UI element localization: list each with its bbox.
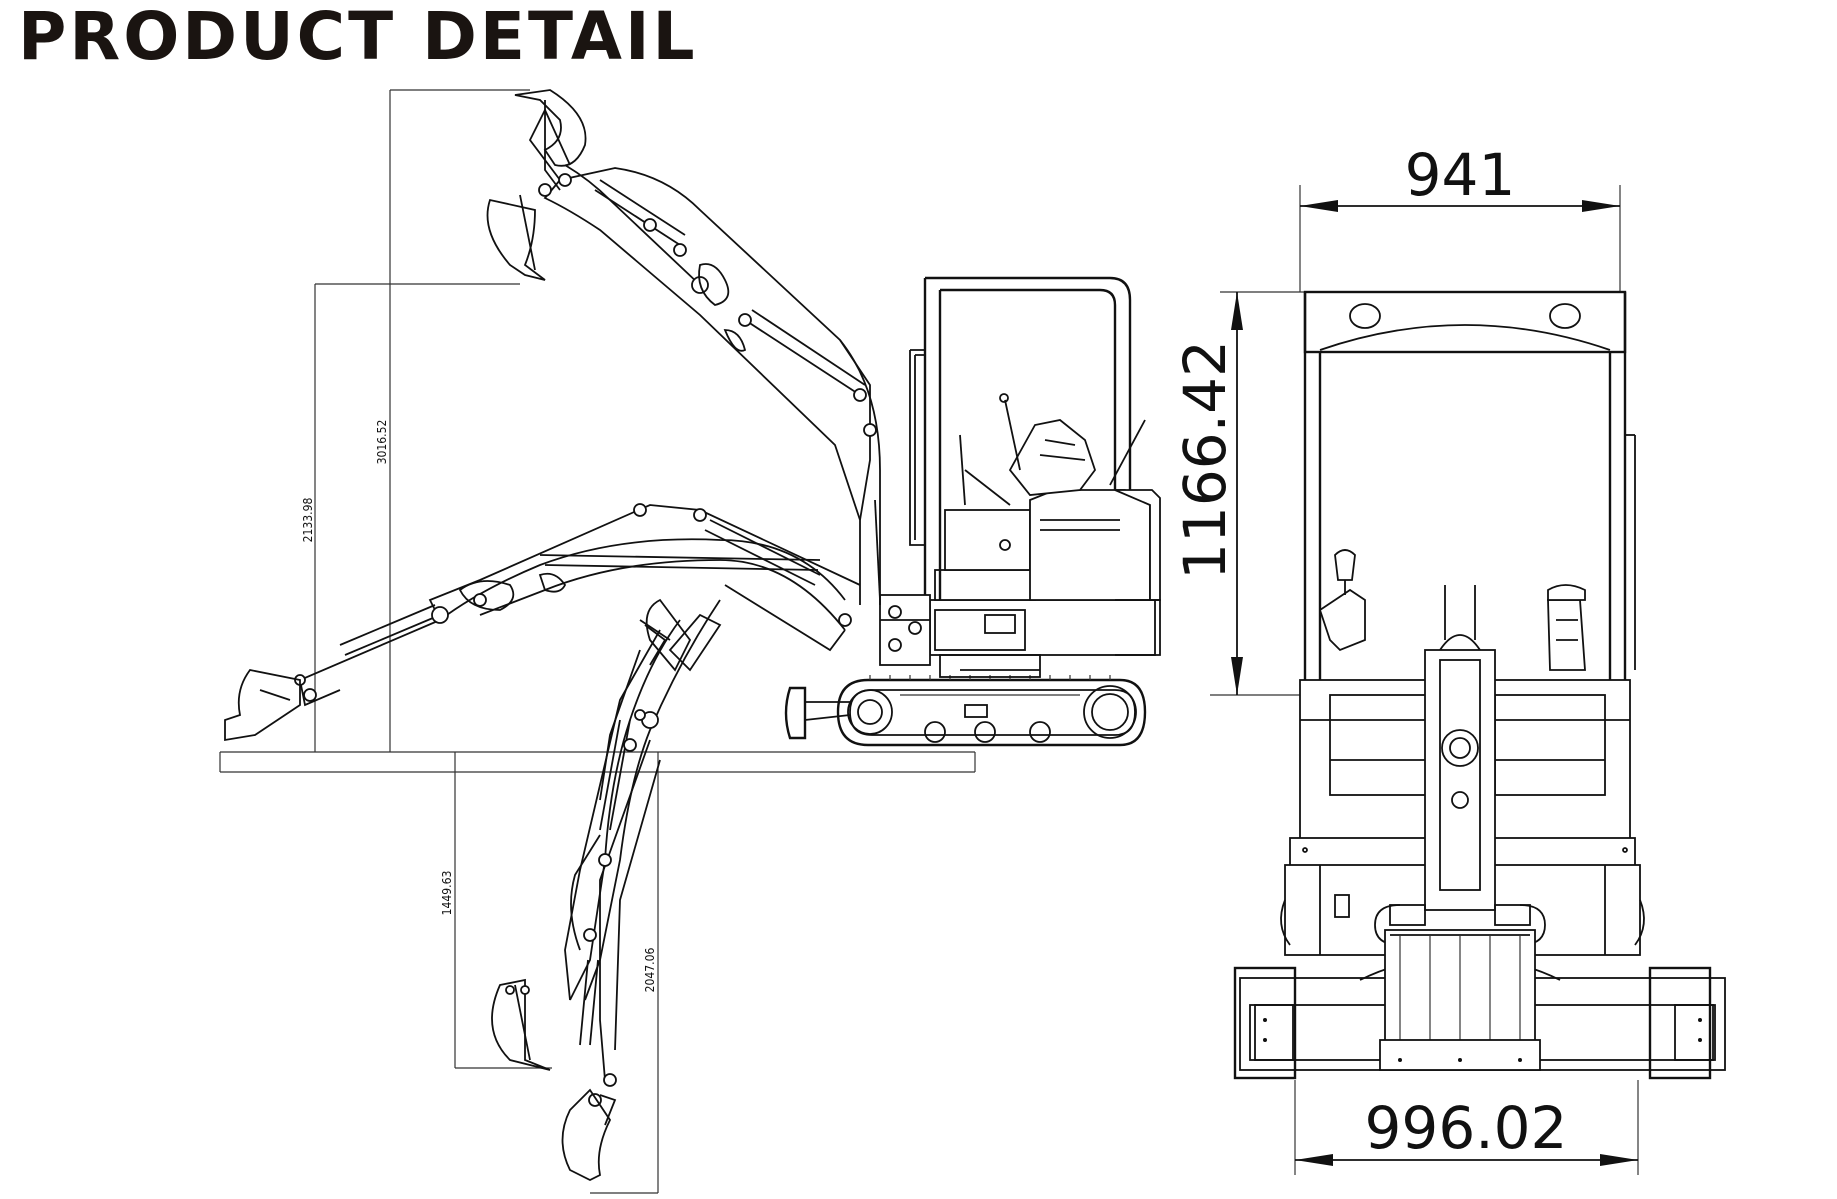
track-undercarriage [836,675,1147,747]
dozer-blade [784,686,851,740]
side-view: 3016.52 2133.98 1449.63 2047.06 [219,89,1161,1194]
dim-top-width-line [1299,185,1621,292]
front-boom [1374,634,1546,946]
dim-top-width: 941 [1405,141,1516,209]
arm-dig-pose [491,598,722,1182]
dim-overall-height-line [1210,291,1310,696]
side-dimension-frames [219,89,976,1194]
front-canopy [1303,290,1636,680]
dim-max-dig-depth: 2047.06 [643,948,657,993]
dim-vertical-dig-depth: 1449.63 [440,871,454,916]
dim-track-width-line [1294,1080,1639,1175]
page-title: PRODUCT DETAIL [18,0,698,75]
arm-raised-pose [486,89,881,605]
front-joysticks [1318,549,1586,671]
canopy-rops [909,276,1132,600]
arm-horizontal-pose [224,503,861,742]
front-view: 941 1166.42 996.02 [1171,141,1726,1175]
dim-max-dump-height: 2133.98 [301,498,315,543]
dim-track-width: 996.02 [1365,1094,1568,1162]
swing-bracket [879,594,931,666]
front-bucket [1379,929,1541,1071]
dim-overall-height: 1166.42 [1171,340,1239,580]
upper-body [929,393,1161,678]
dim-max-reach-height: 3016.52 [375,420,389,465]
